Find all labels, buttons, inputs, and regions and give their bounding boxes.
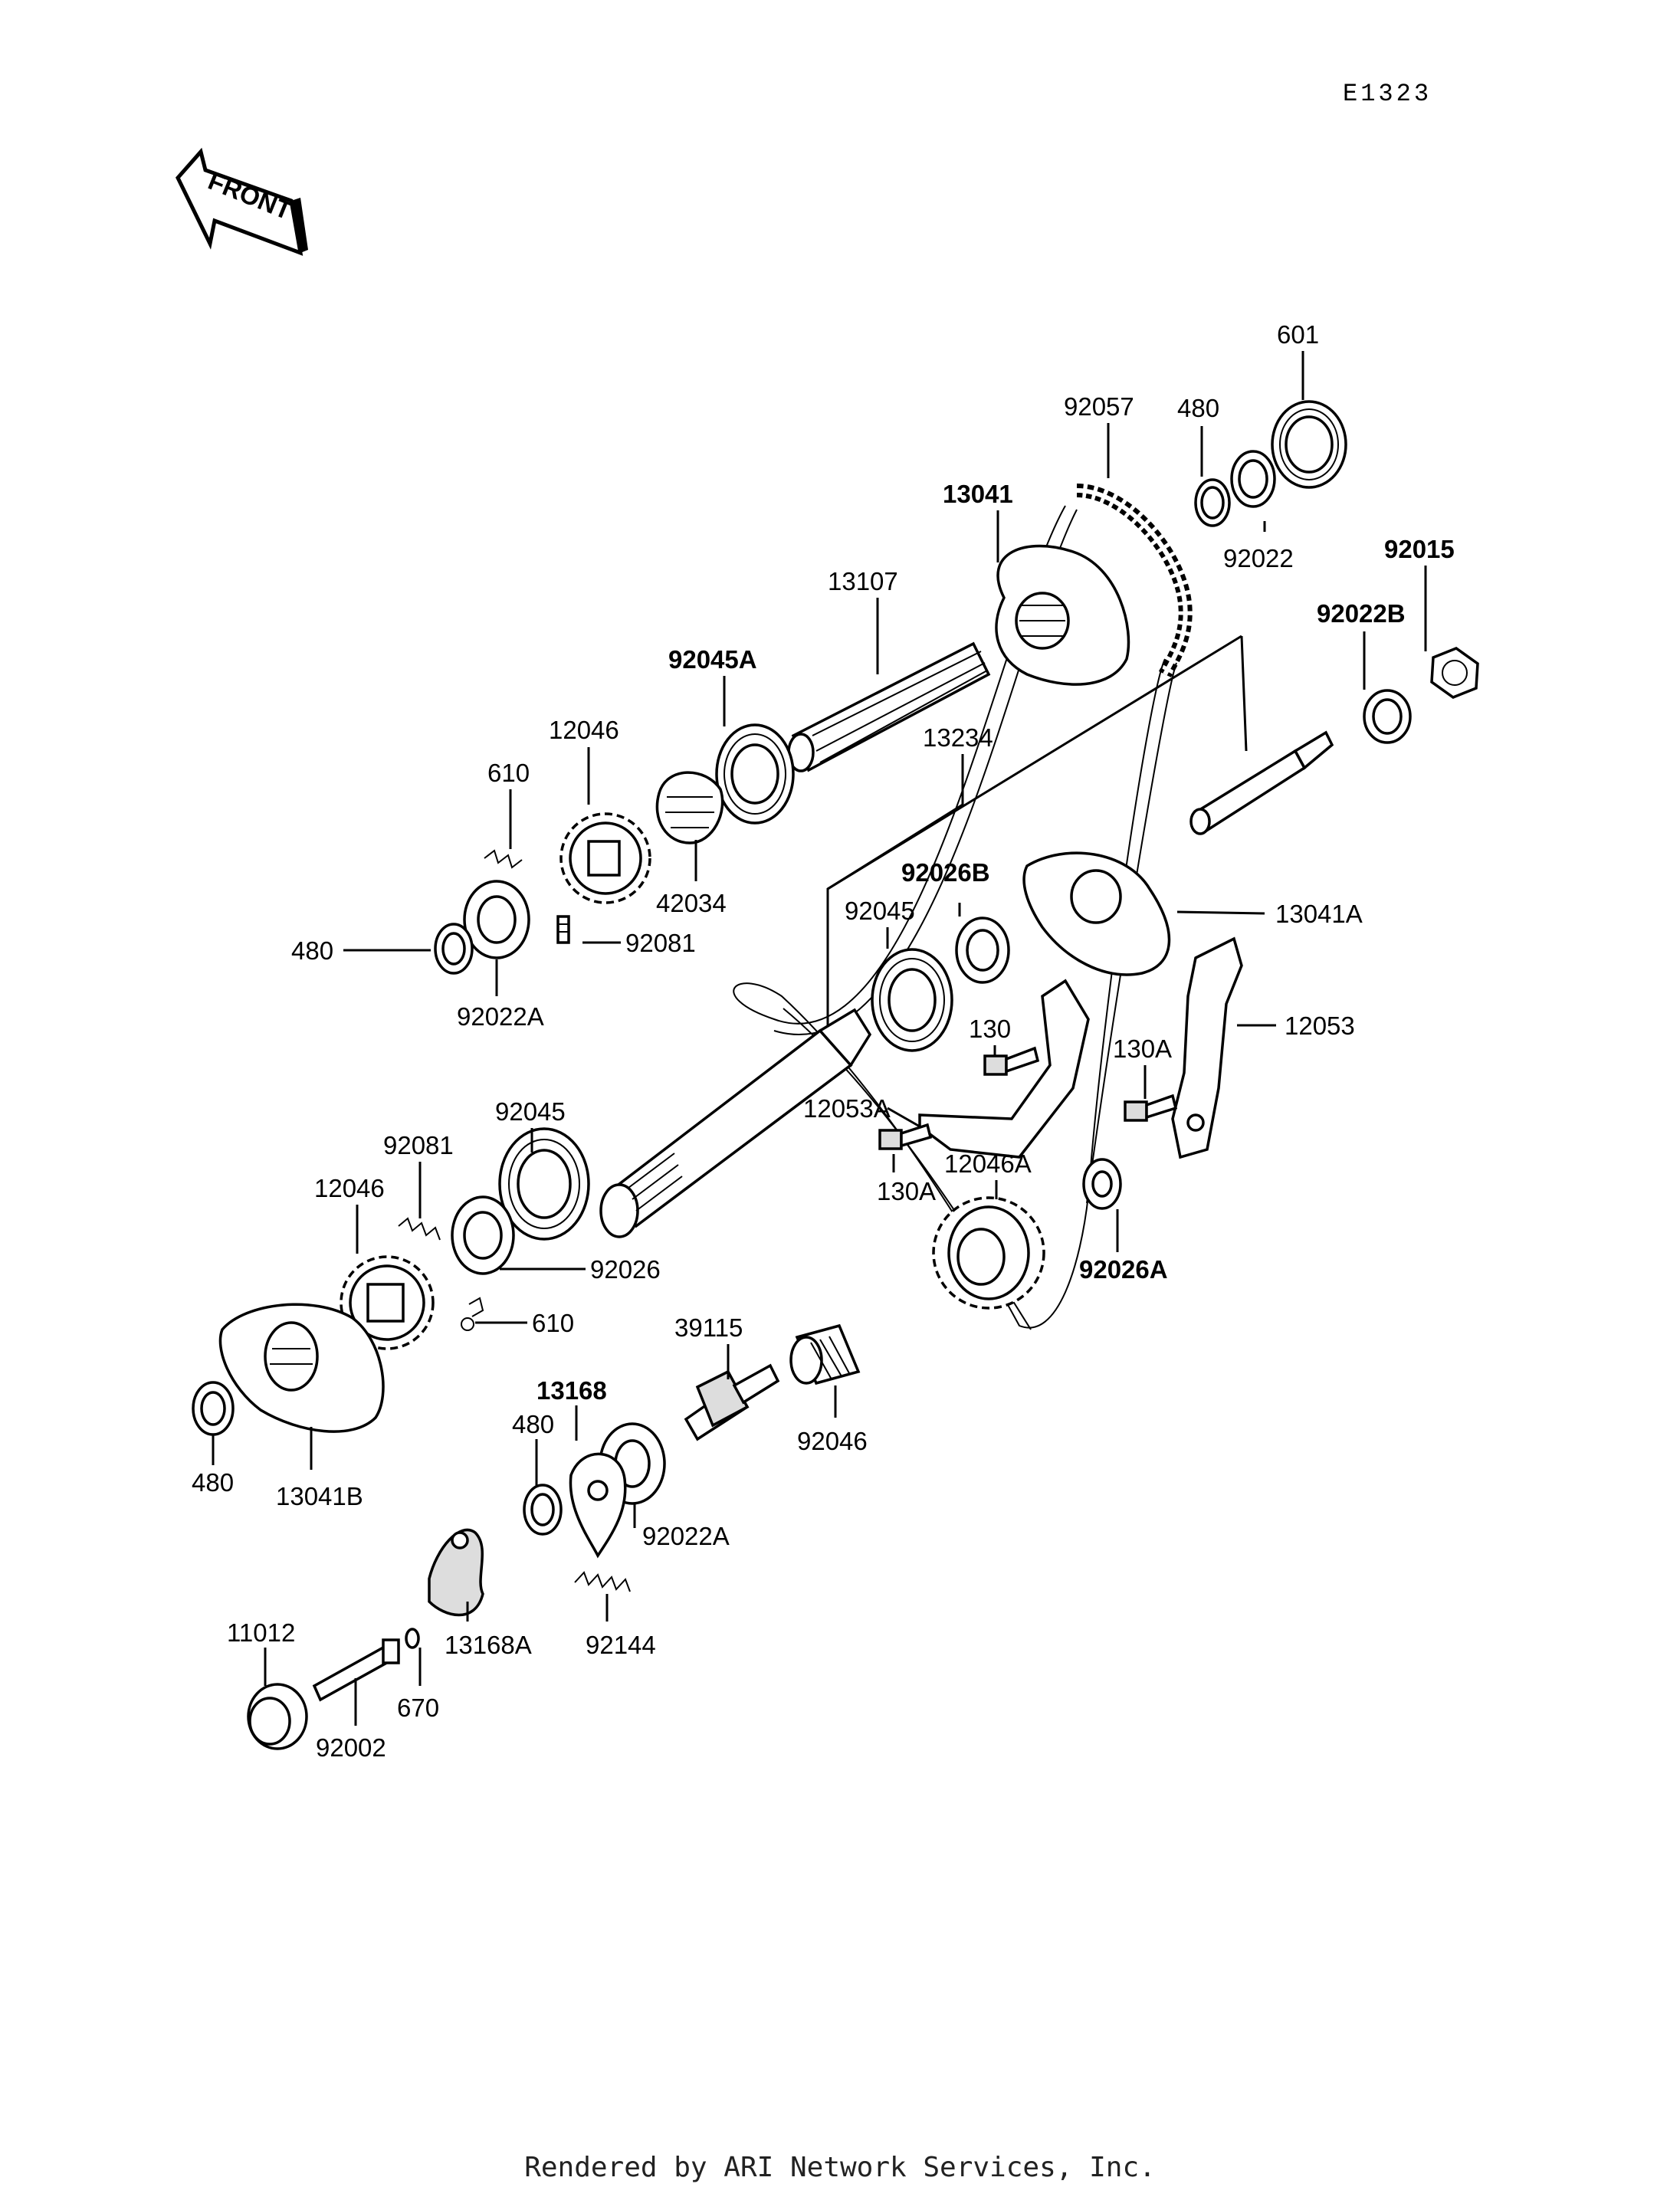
- bolt-130A-lower: [878, 1123, 933, 1150]
- spring-92081-lower: [398, 1217, 441, 1241]
- part-label: 13168A: [445, 1631, 532, 1659]
- part-label: 92045A: [668, 645, 757, 674]
- part-label: 480: [291, 936, 333, 965]
- part-label: 13107: [828, 567, 898, 595]
- part-label: 92026B: [901, 858, 990, 887]
- part-label: 92015: [1384, 535, 1455, 563]
- oring-670: [405, 1628, 420, 1649]
- part-label: 670: [397, 1694, 439, 1722]
- part-label: 12053: [1285, 1012, 1355, 1040]
- sprocket-13041B: [218, 1303, 385, 1433]
- sprocket-12046A: [932, 1196, 1045, 1310]
- part-label: 42034: [656, 889, 727, 917]
- circlip-480-far-left: [192, 1381, 235, 1436]
- part-label: 13041: [943, 480, 1013, 508]
- bolt-130A-right: [1124, 1094, 1178, 1122]
- gear-12046-lower: [340, 1255, 435, 1350]
- part-label: 12053A: [803, 1094, 891, 1123]
- bearing-92045-upper: [871, 948, 953, 1052]
- circlip-480-left: [434, 923, 474, 975]
- nut-92015: [1430, 647, 1479, 699]
- circlip-480-lower-mid: [523, 1484, 563, 1536]
- part-label: 610: [487, 759, 530, 787]
- part-label: 92081: [383, 1131, 454, 1159]
- bracket-12053: [1171, 936, 1243, 1159]
- part-label: 92022A: [642, 1522, 730, 1550]
- bolt-130: [983, 1046, 1040, 1076]
- bearing-92045-lower: [498, 1127, 590, 1241]
- leader-lines: [212, 351, 1427, 1726]
- lever-13168A: [428, 1528, 484, 1617]
- washer-92026: [451, 1195, 515, 1275]
- sprocket-13041A: [1022, 851, 1171, 976]
- part-label: 130A: [877, 1177, 936, 1205]
- part-label: 13041A: [1275, 900, 1363, 928]
- part-label: 92046: [797, 1427, 868, 1455]
- spring-92081-top: [556, 915, 570, 944]
- footer-credit: Rendered by ARI Network Services, Inc.: [524, 2152, 1156, 2183]
- spring-610-lower: [461, 1297, 484, 1331]
- part-label: 480: [192, 1468, 234, 1497]
- shaft-13234: [1189, 730, 1334, 835]
- chain-92057: [1076, 484, 1193, 678]
- part-label: 92022B: [1317, 599, 1406, 628]
- part-label: 12046: [549, 716, 619, 744]
- part-label: 480: [1177, 394, 1219, 422]
- washer-92022A-left: [463, 880, 530, 959]
- part-label: 39115: [674, 1313, 743, 1342]
- circlip-480-top: [1194, 478, 1231, 527]
- part-label: 92144: [586, 1631, 656, 1659]
- part-label: 92026A: [1079, 1255, 1168, 1284]
- bearing-601: [1271, 400, 1347, 489]
- spring-92144: [574, 1571, 631, 1592]
- plate-13168: [569, 1452, 627, 1559]
- shaft-13107: [787, 641, 991, 772]
- part-label: 11012: [227, 1618, 295, 1647]
- part-label: 92045: [845, 897, 915, 925]
- part-label: 601: [1277, 320, 1319, 349]
- part-label: 12046A: [944, 1149, 1032, 1178]
- part-label: 12046: [314, 1174, 385, 1202]
- document-code: E1323: [1343, 80, 1432, 108]
- bracket-12053A: [918, 979, 1090, 1159]
- washer-92022B: [1363, 689, 1412, 744]
- part-label: 13234: [923, 723, 993, 752]
- part-label: 92081: [625, 929, 696, 957]
- part-label: 130A: [1113, 1035, 1172, 1063]
- bearing-92045A: [715, 723, 795, 825]
- washer-92026B: [955, 917, 1010, 984]
- part-label: 92022A: [457, 1002, 544, 1031]
- sprocket-13041: [995, 544, 1130, 686]
- part-label: 610: [532, 1309, 574, 1337]
- part-label: 13168: [536, 1376, 607, 1405]
- part-label: 480: [512, 1410, 554, 1438]
- shaft-39115: [684, 1363, 780, 1441]
- spring-610-top: [484, 849, 523, 869]
- part-label: 92045: [495, 1097, 566, 1126]
- needle-bearing-92046: [789, 1323, 861, 1385]
- bolt-92002: [312, 1638, 400, 1702]
- part-label: 92002: [316, 1733, 386, 1762]
- gear-12046-top: [559, 812, 651, 904]
- washer-92022: [1230, 450, 1276, 508]
- part-label: 92026: [590, 1255, 661, 1284]
- ratchet-42034: [655, 771, 724, 844]
- part-label: 92057: [1064, 392, 1134, 421]
- washer-92026A: [1082, 1158, 1122, 1210]
- part-label: 92022: [1223, 544, 1294, 572]
- part-labels: 601 92057 480 13041 92022 92015 13107 92…: [192, 320, 1455, 1762]
- main-shaft: [599, 1008, 872, 1238]
- part-label: 13041B: [276, 1482, 363, 1510]
- cap-11012: [247, 1683, 308, 1750]
- front-arrow-icon: FRONT: [176, 147, 308, 256]
- part-label: 130: [969, 1015, 1011, 1043]
